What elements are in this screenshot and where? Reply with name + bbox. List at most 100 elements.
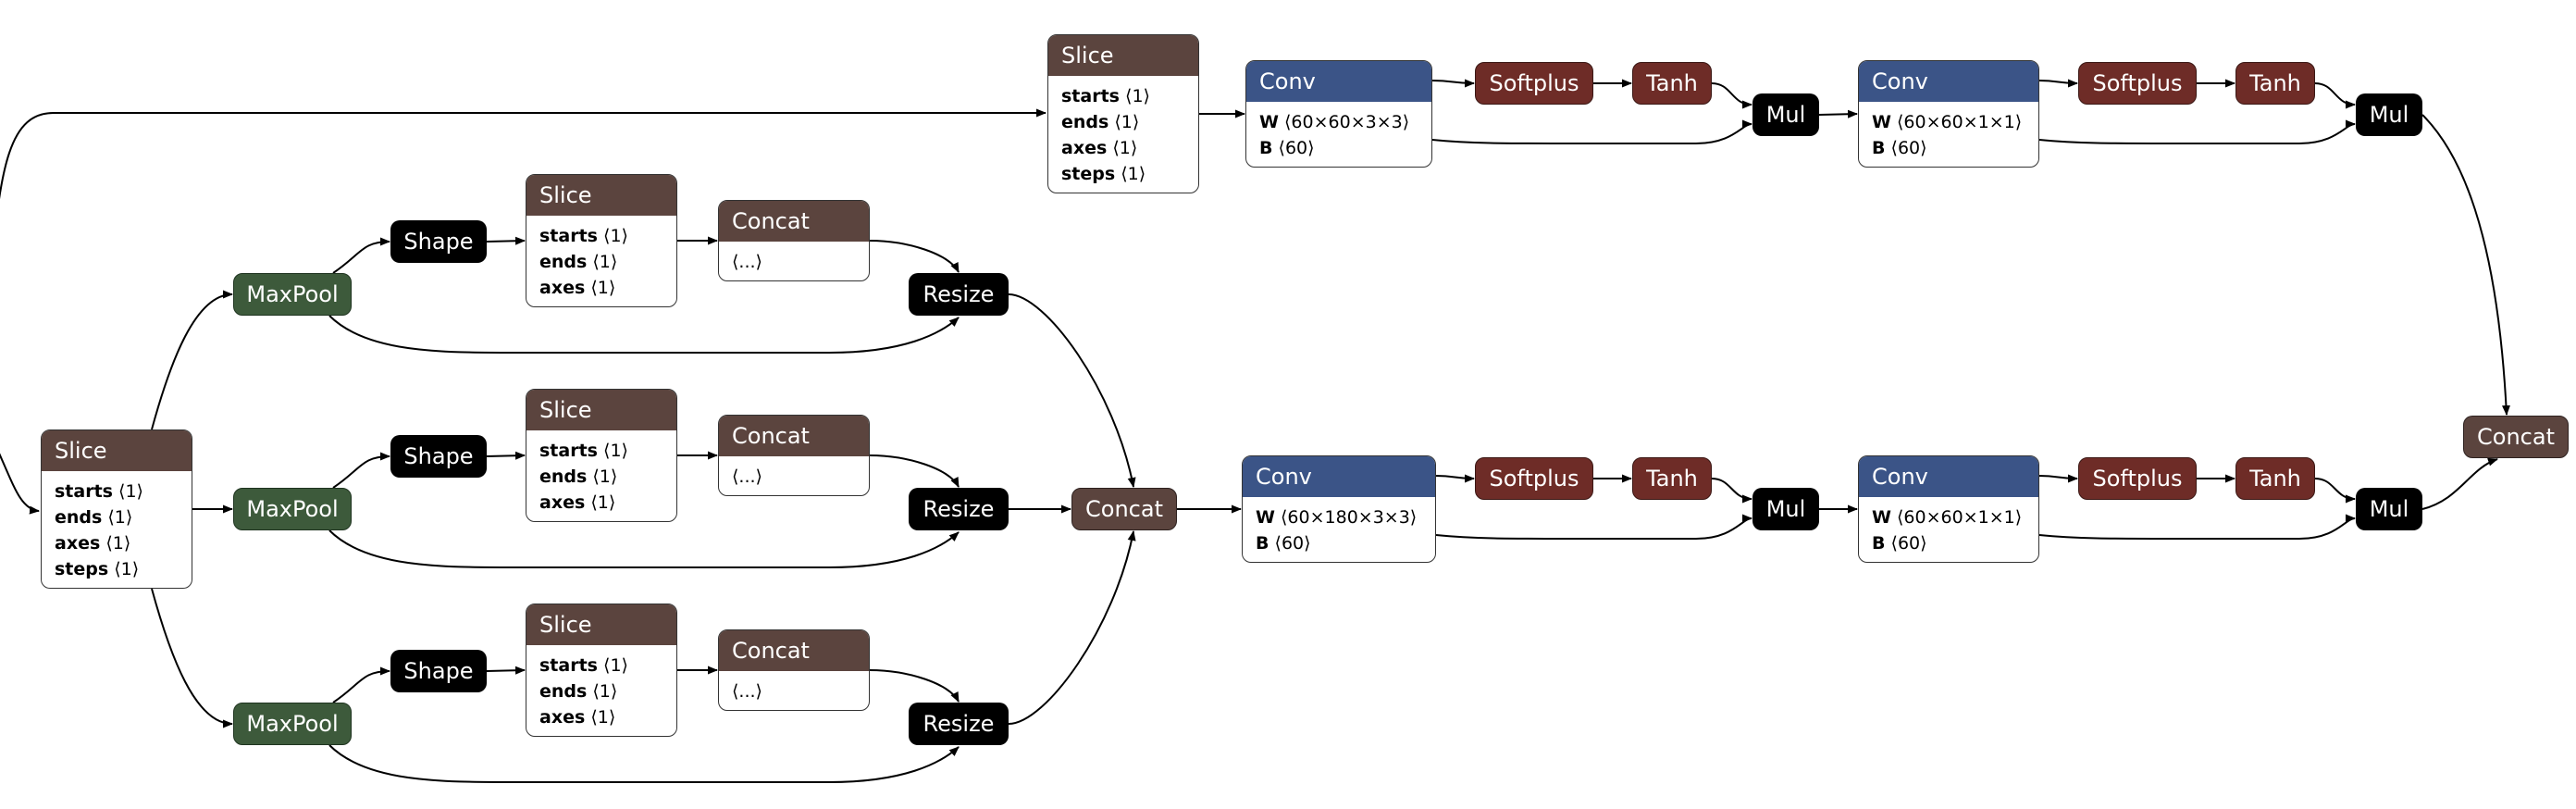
attribute-value: ⟨1⟩ bbox=[1112, 138, 1138, 158]
mul-node-bottom-1[interactable]: Mul bbox=[1752, 488, 1819, 530]
mul-node-top-2[interactable]: Mul bbox=[2356, 93, 2422, 136]
node-attribute: B ⟨60⟩ bbox=[1259, 135, 1431, 161]
attribute-key: W bbox=[1256, 507, 1275, 528]
slice-node-top[interactable]: Slice starts ⟨1⟩ends ⟨1⟩axes ⟨1⟩steps ⟨1… bbox=[1047, 34, 1199, 193]
attribute-key: ends bbox=[539, 252, 588, 272]
conv-node-bottom-2[interactable]: Conv W ⟨60×60×1×1⟩ B ⟨60⟩ bbox=[1858, 455, 2039, 563]
slice-node-branch-1[interactable]: Slice starts ⟨1⟩ends ⟨1⟩axes ⟨1⟩ bbox=[526, 174, 677, 307]
resize-node-1[interactable]: Resize bbox=[909, 273, 1009, 316]
attribute-key: ends bbox=[1061, 112, 1109, 132]
node-attribute: ⟨...⟩ bbox=[732, 678, 869, 704]
attribute-key: axes bbox=[539, 707, 586, 728]
attribute-value: ⟨1⟩ bbox=[118, 481, 143, 502]
shape-node-1[interactable]: Shape bbox=[390, 220, 487, 263]
node-attribute: starts ⟨1⟩ bbox=[55, 479, 192, 504]
edge-maxpool_3-to-shape_3 bbox=[332, 666, 390, 703]
softplus-node-top-2[interactable]: Softplus bbox=[2078, 62, 2197, 105]
edge-maxpool_2-to-resize_2 bbox=[328, 529, 960, 568]
concat-node-merge[interactable]: Concat bbox=[1071, 488, 1177, 530]
node-title: Slice bbox=[526, 604, 676, 645]
attribute-value: ⟨1⟩ bbox=[592, 681, 618, 702]
resize-node-2[interactable]: Resize bbox=[909, 488, 1009, 530]
attribute-value: ⟨60⟩ bbox=[1890, 138, 1927, 158]
edge-input_left-to-slice_left bbox=[0, 453, 40, 515]
attribute-value: ⟨60×60×1×1⟩ bbox=[1897, 112, 2023, 132]
slice-node-branch-3[interactable]: Slice starts ⟨1⟩ends ⟨1⟩axes ⟨1⟩ bbox=[526, 604, 677, 737]
shape-node-2[interactable]: Shape bbox=[390, 435, 487, 478]
attribute-value: ⟨...⟩ bbox=[732, 467, 762, 487]
node-attribute: axes ⟨1⟩ bbox=[1061, 135, 1198, 161]
node-attribute: starts ⟨1⟩ bbox=[539, 223, 676, 249]
mul-node-bottom-2[interactable]: Mul bbox=[2356, 488, 2422, 530]
edge-mul_b2-to-concat_final bbox=[2421, 457, 2498, 510]
conv-node-top-2[interactable]: Conv W ⟨60×60×1×1⟩ B ⟨60⟩ bbox=[1858, 60, 2039, 168]
resize-node-3[interactable]: Resize bbox=[909, 703, 1009, 745]
node-title: Slice bbox=[1048, 35, 1198, 76]
attribute-value: ⟨1⟩ bbox=[107, 507, 133, 528]
maxpool-node-3[interactable]: MaxPool bbox=[233, 703, 352, 745]
concat-node-branch-3[interactable]: Concat ⟨...⟩ bbox=[718, 629, 870, 711]
concat-node-output[interactable]: Concat bbox=[2463, 416, 2569, 458]
attribute-value: ⟨1⟩ bbox=[590, 278, 616, 298]
attribute-value: ⟨1⟩ bbox=[1121, 164, 1146, 184]
attribute-value: ⟨60×60×1×1⟩ bbox=[1897, 507, 2023, 528]
node-title: Conv bbox=[1859, 456, 2038, 497]
edge-maxpool_3-to-resize_3 bbox=[328, 744, 960, 783]
attribute-value: ⟨1⟩ bbox=[1125, 86, 1150, 106]
concat-node-branch-1[interactable]: Concat ⟨...⟩ bbox=[718, 200, 870, 281]
node-attribute: ⟨...⟩ bbox=[732, 464, 869, 490]
attribute-key: ends bbox=[539, 467, 588, 487]
maxpool-node-1[interactable]: MaxPool bbox=[233, 273, 352, 316]
attribute-key: W bbox=[1872, 507, 1891, 528]
softplus-node-top-1[interactable]: Softplus bbox=[1475, 62, 1593, 105]
attribute-key: B bbox=[1872, 533, 1886, 554]
edge-maxpool_1-to-resize_1 bbox=[328, 315, 960, 354]
maxpool-node-2[interactable]: MaxPool bbox=[233, 488, 352, 530]
node-attribute: ⟨...⟩ bbox=[732, 249, 869, 275]
edge-concat_b1-to-resize_1 bbox=[869, 240, 960, 273]
edge-tanh_t1-to-mul_t1 bbox=[1711, 82, 1752, 109]
attribute-key: ends bbox=[55, 507, 103, 528]
slice-node-branch-2[interactable]: Slice starts ⟨1⟩ends ⟨1⟩axes ⟨1⟩ bbox=[526, 389, 677, 522]
edge-shape_3-to-slice_b3 bbox=[486, 666, 526, 675]
edge-conv_bot1-to-mul_b1 bbox=[1435, 514, 1752, 540]
node-title: Concat bbox=[719, 201, 869, 242]
mul-node-top-1[interactable]: Mul bbox=[1752, 93, 1819, 136]
softplus-node-bottom-1[interactable]: Softplus bbox=[1475, 457, 1593, 500]
node-attribute: ends ⟨1⟩ bbox=[539, 249, 676, 275]
shape-node-3[interactable]: Shape bbox=[390, 650, 487, 692]
node-attribute: B ⟨60⟩ bbox=[1256, 530, 1435, 556]
edge-concat_b3-to-resize_3 bbox=[869, 669, 960, 703]
conv-node-bottom-1[interactable]: Conv W ⟨60×180×3×3⟩B ⟨60⟩ bbox=[1242, 455, 1436, 563]
edge-conv_bot2-to-softplus_b2 bbox=[2038, 474, 2078, 483]
node-attribute: steps ⟨1⟩ bbox=[55, 556, 192, 582]
slice-node-input[interactable]: Slice starts ⟨1⟩ ends ⟨1⟩ axes ⟨1⟩ steps ⟨1… bbox=[41, 429, 192, 589]
tanh-node-top-1[interactable]: Tanh bbox=[1632, 62, 1712, 105]
tanh-node-top-2[interactable]: Tanh bbox=[2235, 62, 2315, 105]
tanh-node-bottom-1[interactable]: Tanh bbox=[1632, 457, 1712, 500]
attribute-key: ends bbox=[539, 681, 588, 702]
node-attribute: W ⟨60×60×3×3⟩ bbox=[1259, 109, 1431, 135]
softplus-node-bottom-2[interactable]: Softplus bbox=[2078, 457, 2197, 500]
edge-maxpool_2-to-shape_2 bbox=[332, 452, 390, 489]
attribute-key: B bbox=[1256, 533, 1269, 554]
node-title: Conv bbox=[1859, 61, 2038, 102]
node-title: Conv bbox=[1246, 61, 1431, 102]
edge-slice_left-to-maxpool_1 bbox=[151, 290, 233, 430]
edge-conv_top1-to-mul_t1 bbox=[1431, 119, 1752, 144]
attribute-key: starts bbox=[539, 441, 598, 461]
attribute-value: ⟨60⟩ bbox=[1890, 533, 1927, 554]
attribute-key: axes bbox=[539, 492, 586, 513]
node-title: Slice bbox=[42, 430, 192, 471]
edge-resize_3-to-concat_mid bbox=[1008, 530, 1136, 725]
attribute-key: axes bbox=[55, 533, 101, 554]
conv-node-top-1[interactable]: Conv W ⟨60×60×3×3⟩B ⟨60⟩ bbox=[1245, 60, 1432, 168]
attribute-value: ⟨1⟩ bbox=[590, 492, 616, 513]
node-attribute: W ⟨60×60×1×1⟩ bbox=[1872, 504, 2038, 530]
tanh-node-bottom-2[interactable]: Tanh bbox=[2235, 457, 2315, 500]
attribute-key: B bbox=[1872, 138, 1886, 158]
node-attribute: ends ⟨1⟩ bbox=[539, 464, 676, 490]
concat-node-branch-2[interactable]: Concat ⟨...⟩ bbox=[718, 415, 870, 496]
attribute-key: W bbox=[1872, 112, 1891, 132]
